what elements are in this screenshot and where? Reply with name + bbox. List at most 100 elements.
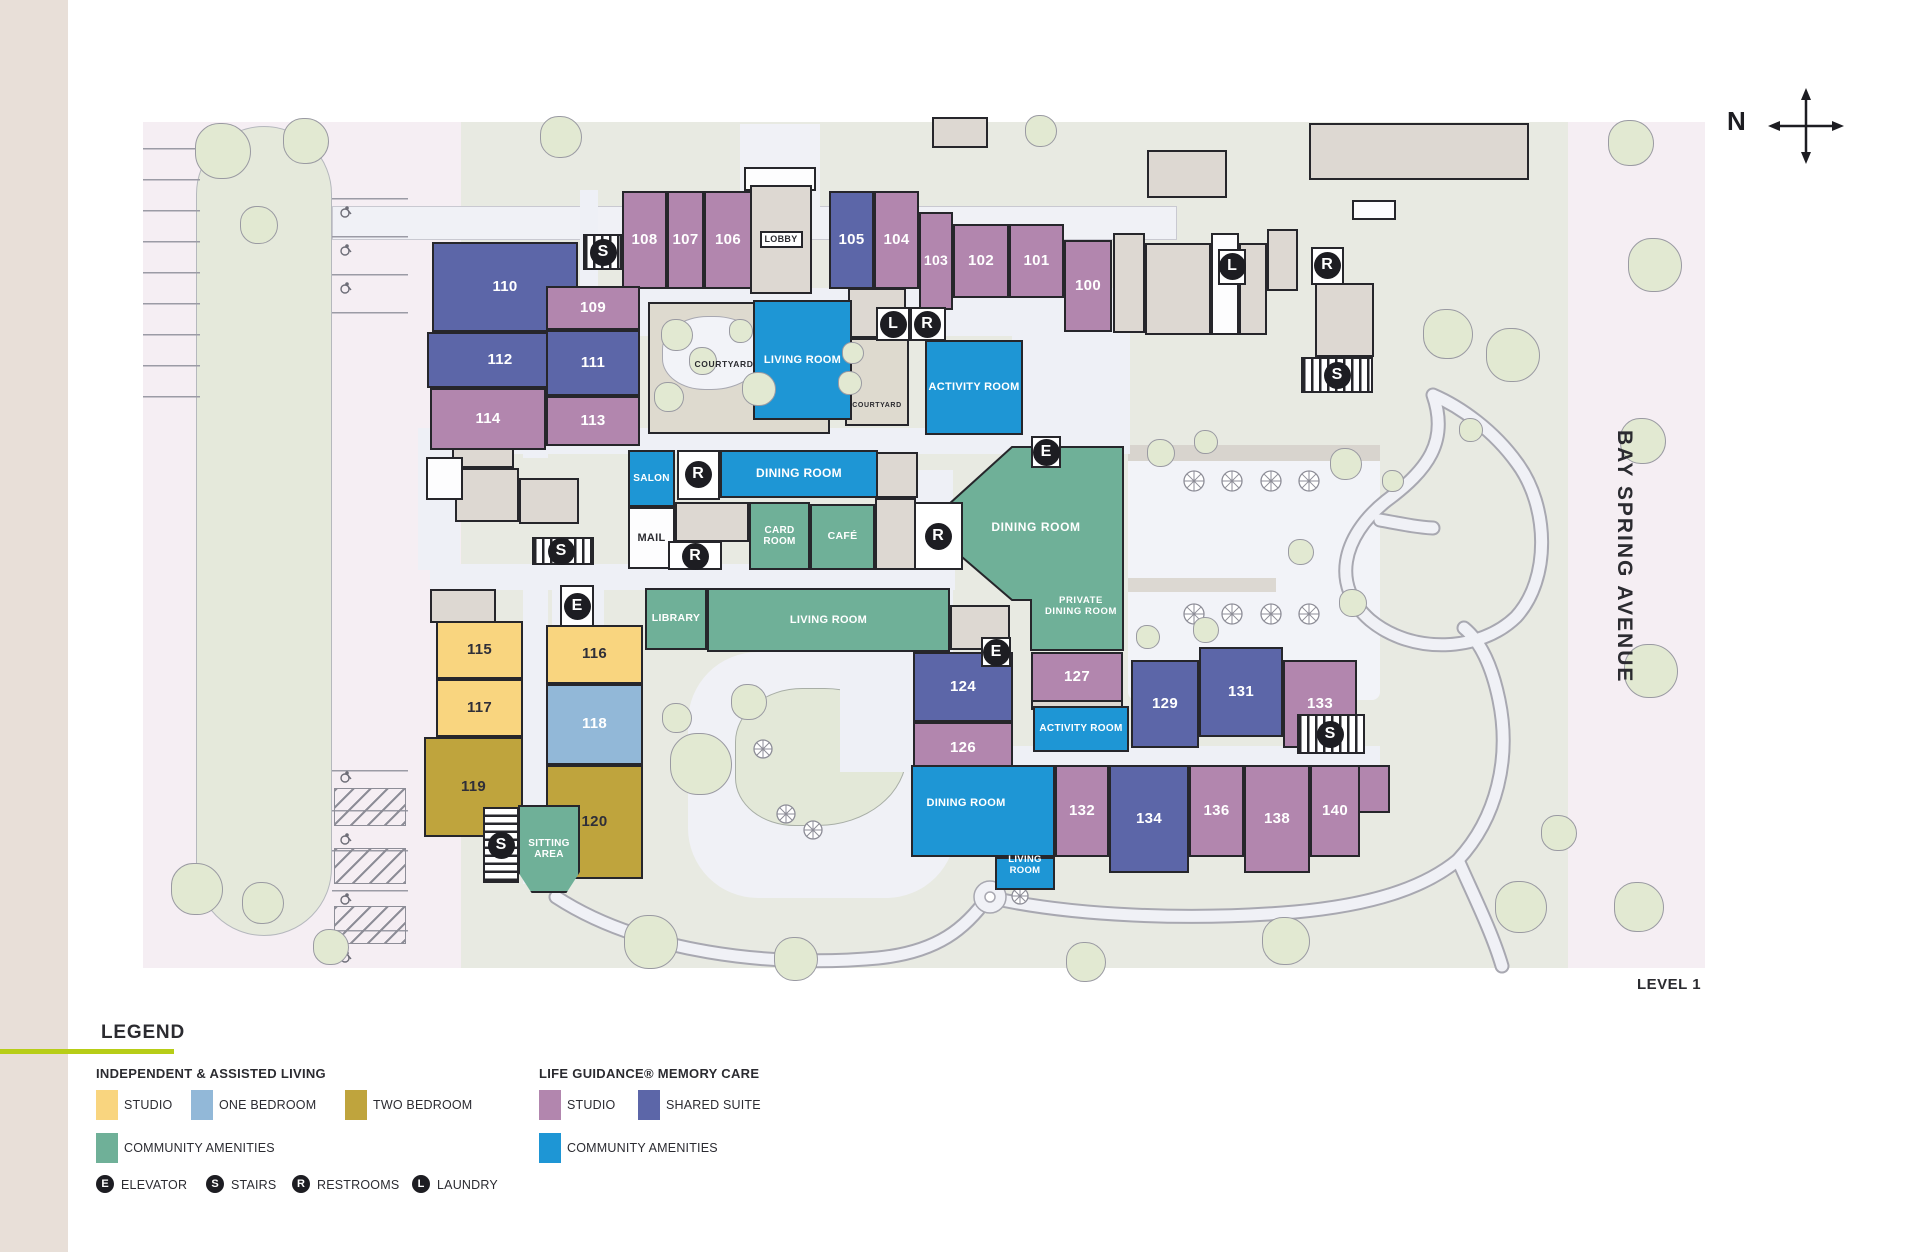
tree [1628,238,1682,292]
restrooms-icon: R [924,522,952,550]
legend-label-stairs: STAIRS [231,1178,277,1192]
unit-label: 129 [1152,694,1178,712]
unit-living_sw: LIVING ROOM [707,588,950,652]
service-area [1315,283,1374,357]
unit-label: 107 [672,230,699,248]
utility-room [426,457,463,500]
swatch-il-twobed [345,1090,367,1120]
laundry-icon: L [412,1175,430,1193]
tree [1459,418,1483,442]
tree [1194,430,1218,454]
legend-label-mc-amenities: COMMUNITY AMENITIES [567,1141,718,1155]
utility-room [1352,200,1396,220]
unit-living_bottom: LIVING ROOM [995,854,1055,890]
tree [670,733,732,795]
unit-label: LIVING ROOM [763,353,842,366]
tree [1624,644,1678,698]
restrooms-icon: R [1313,251,1341,279]
tree [1608,120,1654,166]
unit-label: 109 [580,298,606,316]
service-area [519,478,579,524]
tree [1620,418,1666,464]
unit-label: 108 [631,230,658,248]
unit-dining_bottom: DINING ROOM [911,765,1055,857]
unit-140: 140 [1310,765,1360,857]
unit-sitting: SITTING AREA [518,805,580,893]
unit-label: 105 [838,230,865,248]
unit-card_room: CARD ROOM [749,502,810,570]
unit-label: 133 [1307,694,1333,712]
swatch-il-onebed [191,1090,213,1120]
stairs-icon: S [206,1175,224,1193]
tree [1262,917,1310,965]
legend-section-il-title: INDEPENDENT & ASSISTED LIVING [96,1066,326,1081]
tree [1423,309,1473,359]
unit-label: CARD ROOM [763,524,796,547]
unit-label: 100 [1075,276,1101,294]
unit-113: 113 [546,396,640,446]
tree [774,937,818,981]
unit-label: 119 [460,777,487,795]
accessible-parking-stall [334,848,406,884]
tree [242,882,284,924]
ground-feature [1128,445,1380,461]
unit-lobby: LOBBY [750,185,812,294]
tree [662,703,692,733]
tree [742,372,776,406]
unit-132: 132 [1055,765,1109,857]
unit-label: LIVING ROOM [789,613,868,626]
private-dining-room-label: PRIVATE DINING ROOM [1044,595,1118,617]
swatch-il-amenities [96,1133,118,1163]
tree [313,929,349,965]
unit-114: 114 [430,388,546,450]
unit-131: 131 [1199,647,1283,737]
unit-118: 118 [546,684,643,765]
service-area [1145,243,1211,335]
tree [1193,617,1219,643]
unit-105: 105 [829,191,874,289]
legend-label-il-amenities: COMMUNITY AMENITIES [124,1141,275,1155]
unit-label: 140 [1322,801,1348,819]
elevator-icon: E [563,592,591,620]
laundry-icon: L [1218,252,1246,280]
unit-label: 116 [581,645,608,663]
unit-label: ACTIVITY ROOM [1039,723,1123,735]
courtyard-b-label: COURTYARD [852,402,902,409]
unit-116: 116 [546,625,643,684]
legend-label-mc-suite: SHARED SUITE [666,1098,761,1112]
tree [1339,589,1367,617]
unit-109: 109 [546,286,640,330]
legend-label-mc-studio: STUDIO [567,1098,616,1112]
restrooms-icon: R [684,460,712,488]
unit-label: 102 [968,251,994,269]
unit-103: 103 [919,212,953,310]
unit-label: 104 [883,230,910,248]
compass-north-label: N [1727,106,1746,136]
legend-underline [0,1049,174,1054]
swatch-mc-studio [539,1090,561,1120]
unit-label: DINING ROOM [756,466,842,481]
tree [729,319,753,343]
unit-cafe: CAFÉ [810,504,875,570]
unit-101: 101 [1009,224,1064,298]
unit-label: CAFÉ [827,530,858,543]
unit-label: 110 [492,277,518,295]
tree [1288,539,1314,565]
unit-label: 117 [466,698,493,716]
swatch-mc-suite [638,1090,660,1120]
unit-108: 108 [622,191,667,289]
unit-label: 113 [580,411,606,429]
unit-label: 132 [1069,801,1095,819]
unit-label: LOBBY [759,231,803,248]
tree [1486,328,1540,382]
corridor [908,746,1380,766]
service-area [875,498,916,570]
stairs-icon: S [1316,720,1344,748]
ground-feature [196,126,332,936]
legend-section-mc-title: LIFE GUIDANCE® MEMORY CARE [539,1066,760,1081]
tree [283,118,329,164]
unit-label: 120 [581,812,608,830]
unit-label: 134 [1136,809,1162,827]
unit-label: DINING ROOM [926,796,1006,809]
service-area [1113,233,1145,333]
